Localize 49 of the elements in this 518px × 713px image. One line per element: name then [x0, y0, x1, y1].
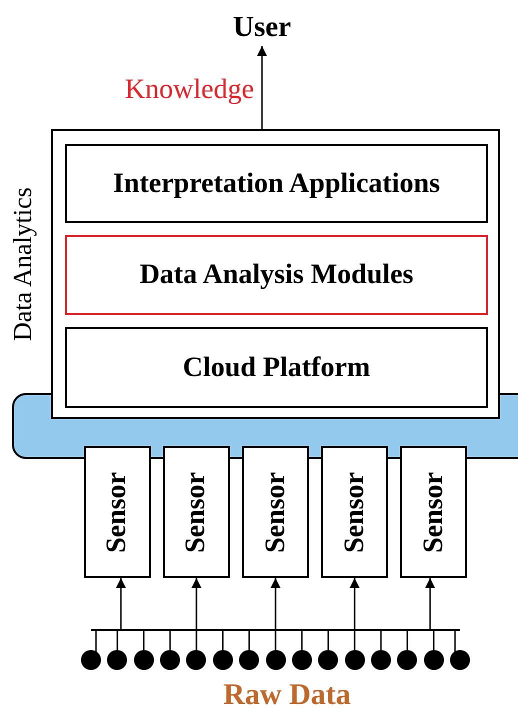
connector-line [328, 631, 329, 652]
connector-line [274, 631, 276, 652]
layer-box: Cloud Platform [65, 327, 488, 408]
layer-box: Data Analysis Modules [65, 235, 488, 315]
user-label: User [222, 8, 302, 46]
data-point [134, 650, 154, 670]
sensor-box: Sensor [84, 446, 151, 578]
data-point [344, 650, 365, 670]
data-point [266, 650, 286, 670]
edge-label: Knowledge [124, 76, 254, 104]
arrow [425, 578, 436, 629]
sensor-box: Sensor [242, 446, 310, 578]
connector-line [196, 631, 198, 652]
data-point [160, 650, 180, 670]
data-point [212, 650, 233, 670]
connector-line [354, 631, 356, 652]
sensor-box: Sensor [400, 446, 468, 578]
data-point [397, 650, 418, 670]
arrow [116, 578, 126, 629]
data-point [186, 650, 206, 670]
data-point [107, 650, 128, 670]
arrow [270, 578, 281, 629]
data-point [424, 650, 444, 670]
connector-line [432, 631, 434, 652]
data-point [81, 650, 101, 670]
data-point [318, 650, 338, 670]
raw-data-label: Raw Data [222, 680, 352, 710]
data-point [450, 650, 470, 670]
connector-line [301, 631, 303, 652]
bus-line [91, 629, 460, 631]
arrow [257, 46, 267, 129]
connector-line [95, 631, 97, 652]
arrow [350, 578, 360, 629]
data-point [292, 650, 312, 670]
connector-line [406, 631, 408, 652]
sensor-box: Sensor [321, 446, 388, 578]
data-point [370, 650, 391, 670]
connector-line [116, 631, 118, 652]
connector-line [454, 631, 456, 652]
connector-line [169, 631, 171, 652]
connector-line [222, 631, 224, 652]
layer-box: Interpretation Applications [65, 144, 488, 223]
connector-line [142, 631, 144, 652]
connector-line [248, 631, 250, 652]
sensor-box: Sensor [162, 446, 230, 578]
connector-line [380, 631, 382, 652]
container-heading: Data Analytics [7, 186, 38, 343]
data-point [239, 650, 260, 670]
arrow [191, 578, 202, 629]
